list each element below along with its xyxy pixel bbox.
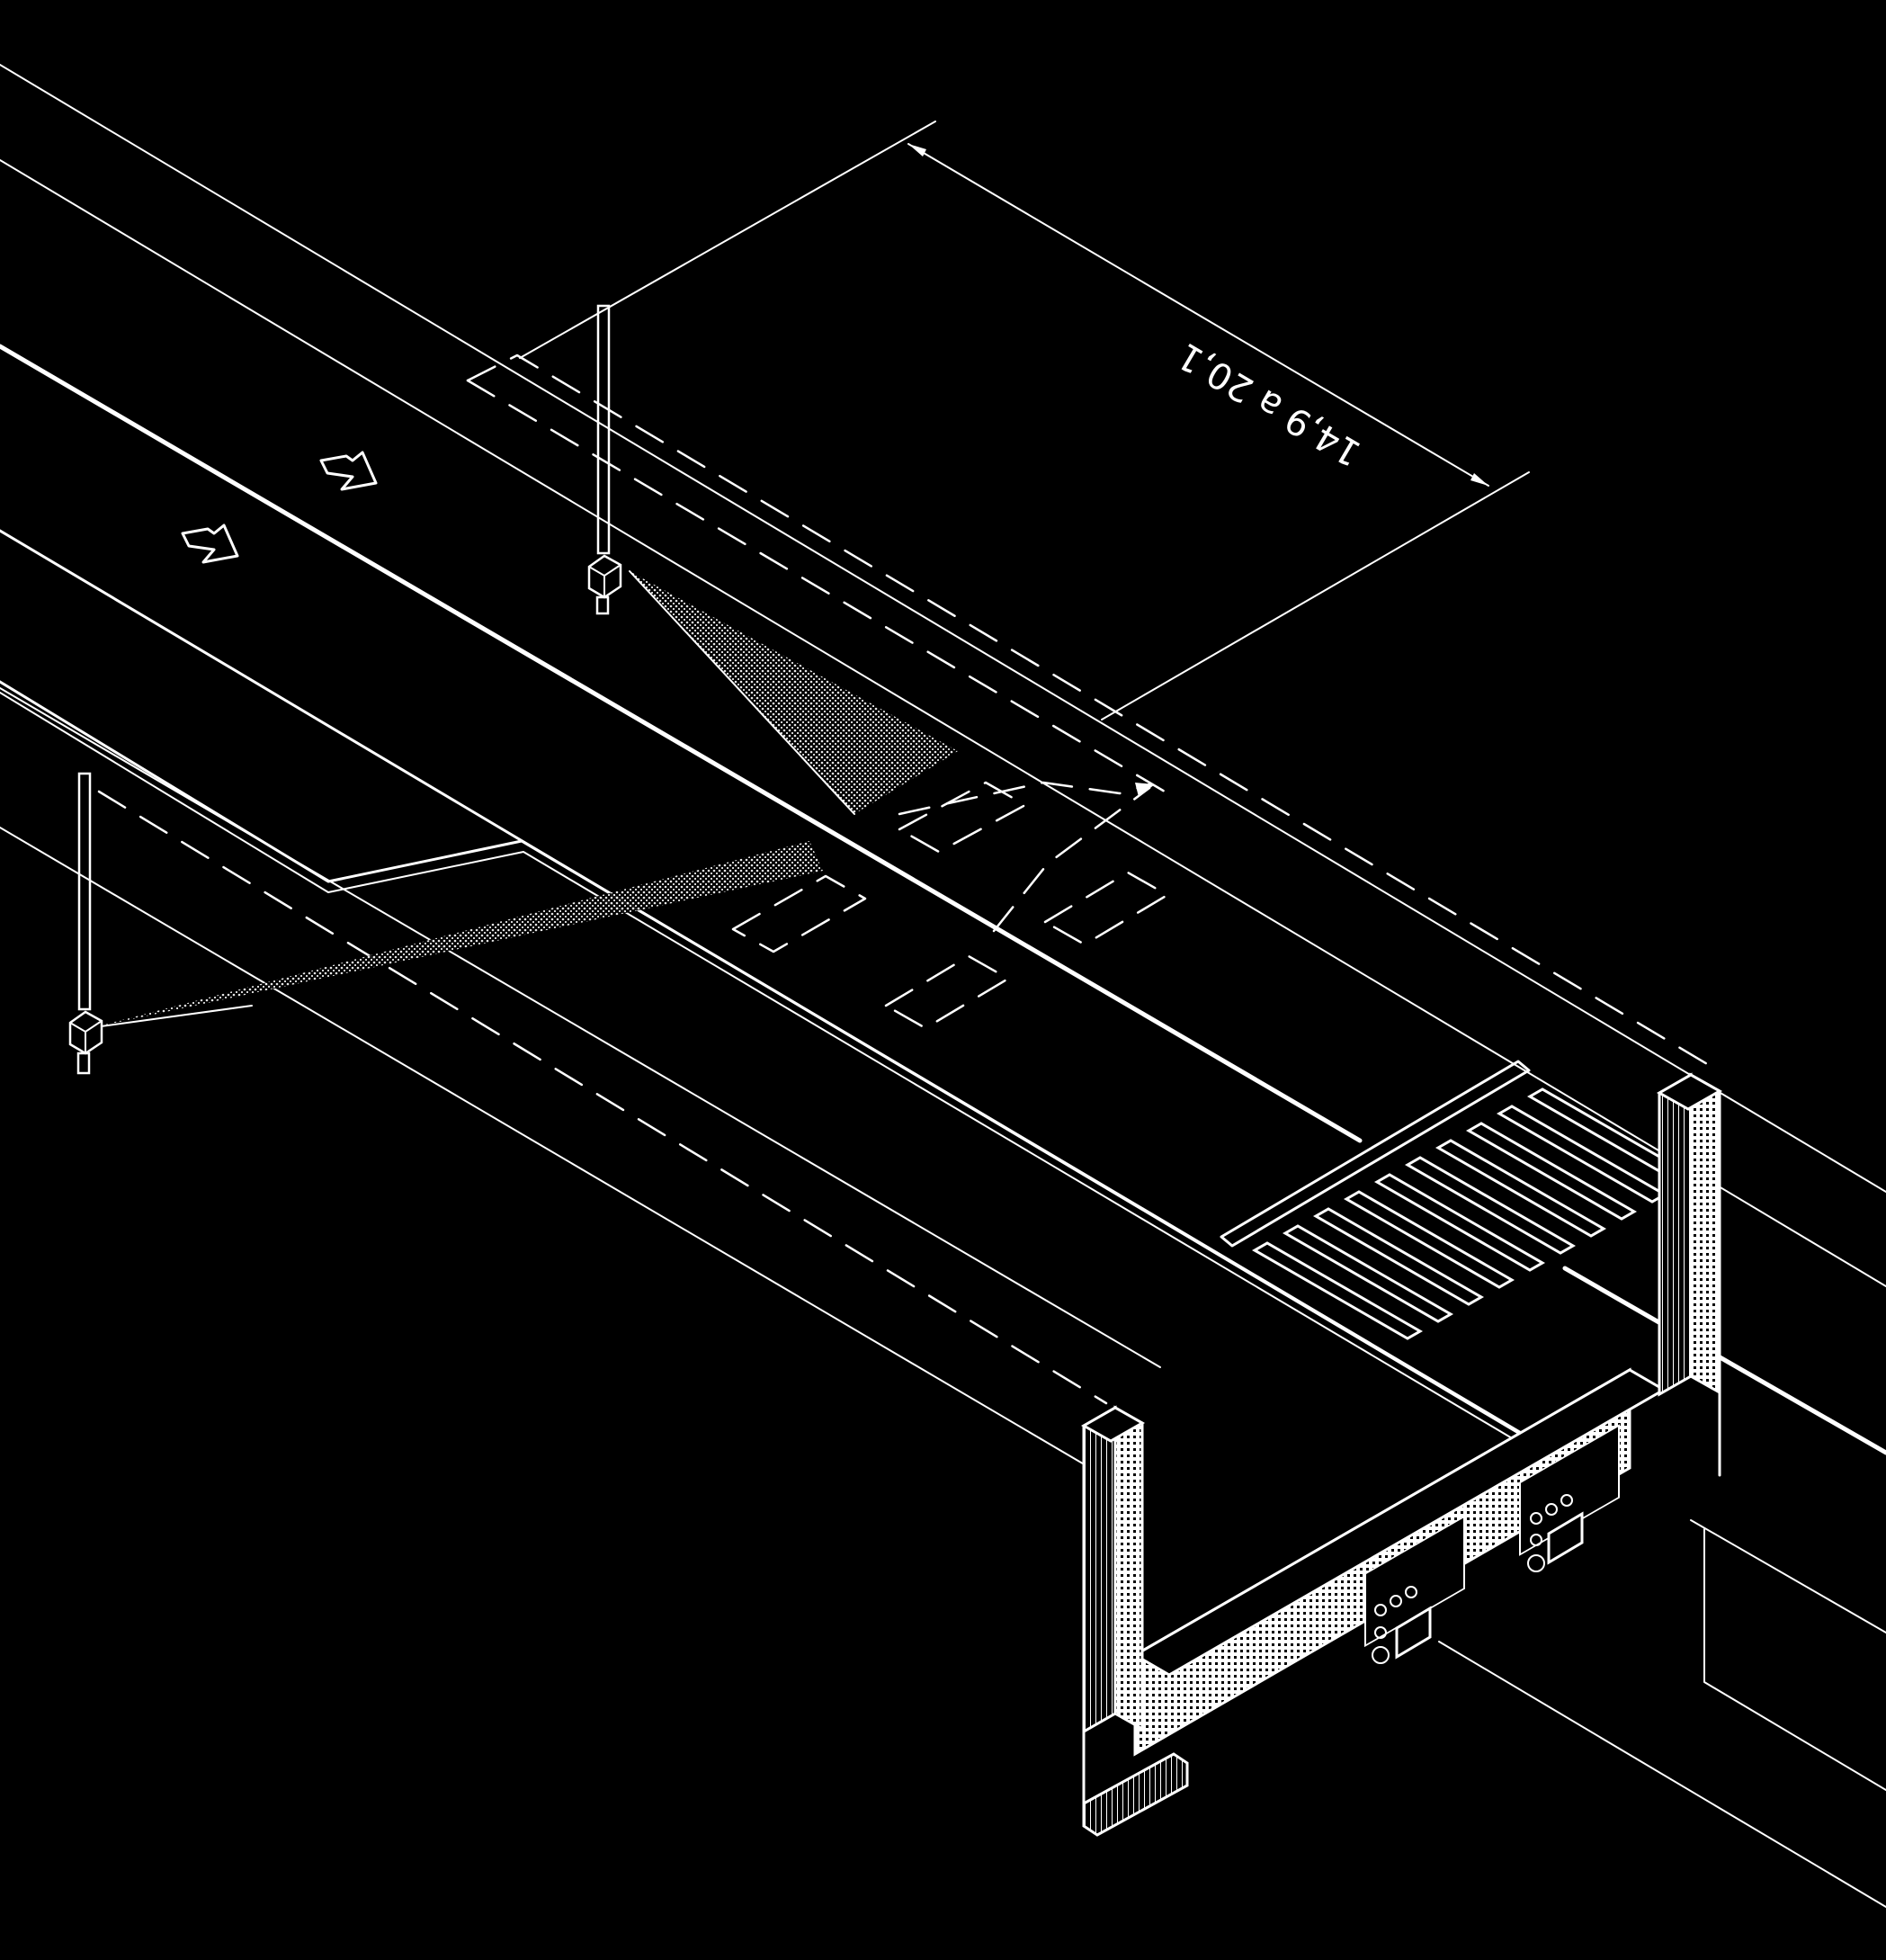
zebra-stripe [1343, 1190, 1515, 1289]
road-edge-line [0, 344, 1363, 1143]
road-edge-line [1703, 1528, 1886, 1791]
road-edge-line [1562, 1266, 1886, 1455]
gantry-foot-left [1082, 1752, 1189, 1837]
traffic-direction-arrow-icon [181, 451, 378, 564]
detection-zone-rect [1043, 871, 1169, 946]
detection-zone-rect [898, 781, 1027, 854]
bay-line [0, 692, 1548, 1460]
traffic-direction-arrow-icon [319, 451, 378, 491]
zebra-stripe [1496, 1105, 1668, 1204]
road-edge-line [1690, 1519, 1886, 1633]
gantry-post-left-top [1080, 1406, 1146, 1443]
pedestrian-crossing [1220, 1060, 1699, 1340]
camera-beam-edge [629, 570, 855, 815]
zebra-stripe [1404, 1156, 1577, 1255]
dimension-line [907, 143, 1489, 487]
zebra-stripe [1282, 1224, 1454, 1323]
gantry-structure [1080, 1072, 1723, 1837]
camera-icon [68, 1010, 103, 1075]
dimension-arrowhead [908, 144, 926, 157]
dimension-label: 14,9 a 20,1 [1170, 335, 1368, 474]
camera-beam [630, 571, 958, 814]
road-edge-line [0, 159, 1886, 1287]
road-edge-line [1438, 1641, 1886, 1908]
detection-zone-outline [97, 354, 1720, 1405]
detection-zone-line [992, 786, 1151, 933]
detection-zone-rect [731, 874, 867, 953]
detection-zone-rect [884, 954, 1010, 1030]
zebra-stripe [1312, 1207, 1485, 1306]
pole [77, 772, 92, 1011]
camera-pole-upper [587, 304, 622, 615]
road-edge-line [0, 64, 1886, 1193]
gantry-post-right-top [1656, 1073, 1723, 1111]
detection-zone-line [97, 790, 1108, 1405]
dimension-lines: 14,9 a 20,1 [519, 121, 1530, 720]
crossing-border [1220, 1060, 1531, 1248]
detection-zone-line [466, 379, 1166, 793]
camera-pole-lower [68, 772, 103, 1075]
camera-beam [94, 841, 823, 1027]
zebra-stripe [1435, 1139, 1607, 1238]
zebra-stripes [1251, 1087, 1699, 1340]
zebra-stripe [1373, 1173, 1546, 1272]
zebra-stripe [1251, 1241, 1424, 1340]
bus-bay-divider [0, 680, 1549, 1460]
gantry-post-right [1658, 1072, 1693, 1397]
gantry-post-right-side [1689, 1072, 1721, 1395]
dimension-arrowhead [1470, 473, 1488, 486]
pole [596, 304, 611, 555]
gantry-post-left [1082, 1405, 1117, 1734]
gantry-post-left-side [1113, 1405, 1144, 1732]
traffic-direction-arrow-icon [181, 524, 239, 564]
road-edge-line [0, 687, 1161, 1368]
camera-icon [587, 554, 622, 615]
detection-zone-line [898, 781, 1151, 816]
road-edge-line [0, 827, 1134, 1494]
control-panel-left [1364, 1515, 1465, 1664]
control-panel-right [1519, 1424, 1620, 1572]
detection-zone-line [466, 354, 1720, 1072]
camera-beams [94, 570, 958, 1028]
extension-line [519, 121, 936, 359]
detection-zone-arrowhead [1135, 783, 1155, 797]
zebra-stripe [1465, 1122, 1638, 1221]
camera-beam-edge [94, 1005, 253, 1028]
bay-line [0, 680, 1549, 1450]
extension-line [1101, 471, 1530, 720]
